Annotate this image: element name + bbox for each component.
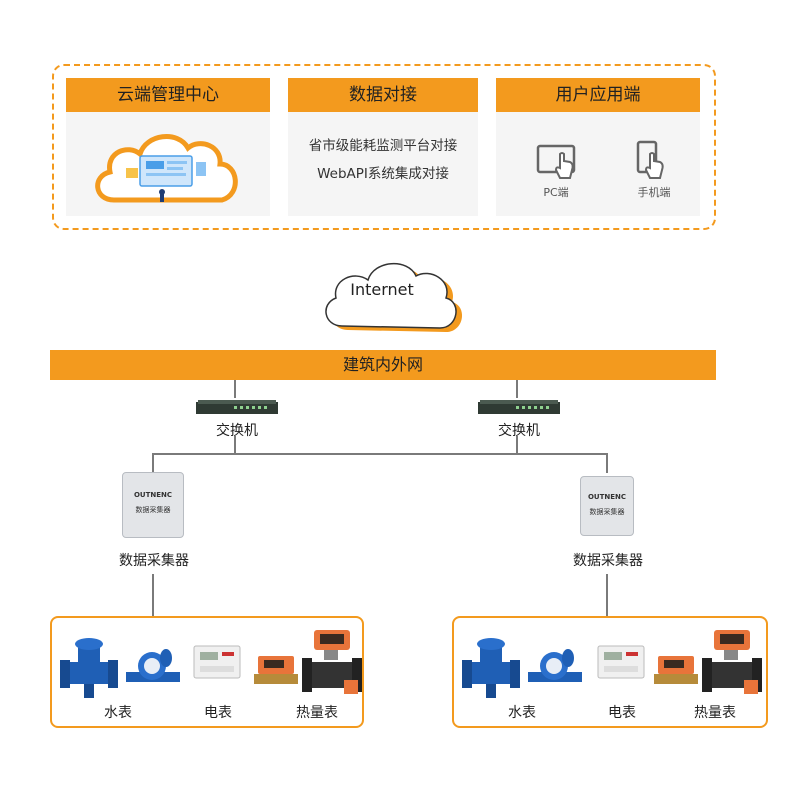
switch-left-drop-line bbox=[234, 436, 236, 454]
switch-left-icon bbox=[196, 400, 278, 414]
water-meter-large-icon bbox=[462, 638, 520, 698]
collector-left-to-meters-line bbox=[152, 574, 154, 616]
electric-meter-left-label: 电表 bbox=[204, 705, 232, 721]
switch-left-label: 交换机 bbox=[216, 423, 258, 439]
collector-left-label: 数据采集器 bbox=[119, 553, 189, 569]
data-docking-panel: 数据对接 省市级能耗监测平台对接 WebAPI系统集成对接 bbox=[288, 78, 478, 216]
electric-meter-right-label: 电表 bbox=[608, 705, 636, 721]
cloud-management-panel: 云端管理中心 bbox=[66, 78, 270, 216]
water-meter-left-label: 水表 bbox=[104, 705, 132, 721]
cloud-management-title: 云端管理中心 bbox=[66, 78, 270, 112]
platform-container bbox=[52, 64, 716, 230]
collector-left-brand: OUTNENC bbox=[133, 491, 173, 499]
heat-meter-small-icon bbox=[254, 656, 298, 684]
heat-meter-small-icon bbox=[654, 656, 698, 684]
water-meter-large-icon bbox=[60, 638, 118, 698]
network-band: 建筑内外网 bbox=[50, 350, 716, 380]
user-app-title: 用户应用端 bbox=[496, 78, 700, 112]
collector-right-label: 数据采集器 bbox=[573, 553, 643, 569]
water-meter-small-icon bbox=[126, 649, 180, 682]
collector-right-brand: OUTNENC bbox=[587, 493, 627, 501]
switch-right-drop-line bbox=[516, 436, 518, 454]
collector-right-device-name: 数据采集器 bbox=[589, 508, 625, 516]
internet-cloud-icon bbox=[325, 262, 462, 332]
internet-label: Internet bbox=[350, 280, 414, 299]
meter-group-right: 水表 电表 热量表 bbox=[452, 616, 768, 728]
collector-right-device: OUTNENC 数据采集器 bbox=[580, 476, 634, 536]
pc-label: PC端 bbox=[543, 186, 569, 199]
heat-meter-large-icon bbox=[302, 630, 362, 694]
electric-meter-icon bbox=[193, 645, 241, 679]
bus-to-collector-left-line bbox=[152, 453, 154, 473]
switch-bus-line bbox=[152, 453, 608, 455]
collector-left-device-name: 数据采集器 bbox=[135, 506, 171, 514]
water-meter-small-icon bbox=[528, 649, 582, 682]
bus-to-collector-right-line bbox=[606, 453, 608, 473]
water-meter-right-label: 水表 bbox=[508, 705, 536, 721]
pc-touch-icon bbox=[536, 144, 576, 179]
data-docking-line-1: 省市级能耗监测平台对接 bbox=[308, 138, 458, 154]
cloud-platform-icon bbox=[95, 134, 238, 203]
electric-meter-icon bbox=[597, 645, 645, 679]
data-docking-title: 数据对接 bbox=[288, 78, 478, 112]
heat-meter-left-label: 热量表 bbox=[296, 705, 338, 721]
band-to-switch-right-line bbox=[516, 380, 518, 398]
data-docking-line-2: WebAPI系统集成对接 bbox=[317, 166, 449, 182]
band-to-switch-left-line bbox=[234, 380, 236, 398]
switch-right-label: 交换机 bbox=[498, 423, 540, 439]
user-app-panel: 用户应用端 PC端 手机端 bbox=[496, 78, 700, 216]
collector-right-to-meters-line bbox=[606, 574, 608, 616]
collector-left-device: OUTNENC 数据采集器 bbox=[122, 472, 184, 538]
phone-label: 手机端 bbox=[637, 186, 671, 199]
meter-group-left: 水表 电表 热量表 bbox=[50, 616, 364, 728]
heat-meter-right-label: 热量表 bbox=[694, 705, 736, 721]
phone-touch-icon bbox=[636, 140, 664, 179]
switch-right-icon bbox=[478, 400, 560, 414]
heat-meter-large-icon bbox=[702, 630, 762, 694]
